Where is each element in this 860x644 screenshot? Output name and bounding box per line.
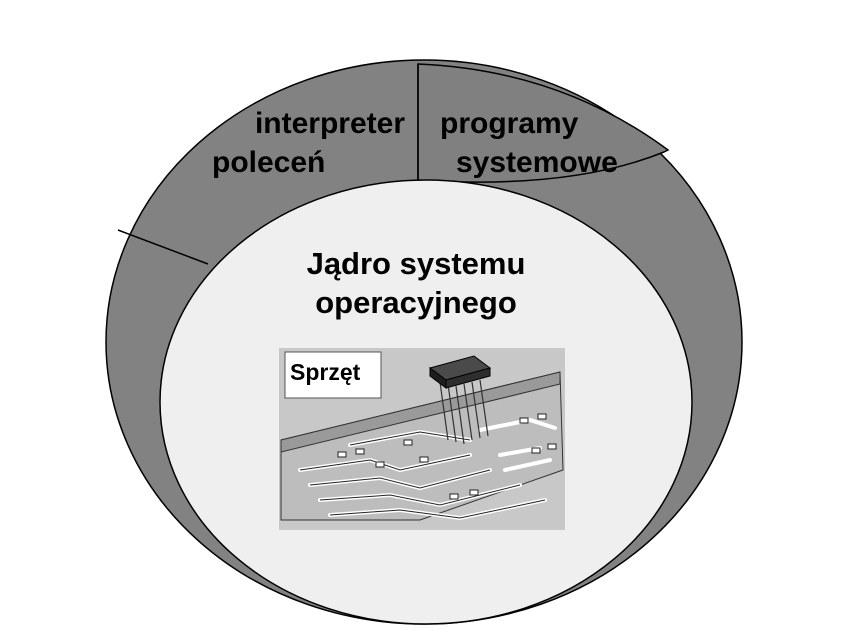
segment-divider-left [117,229,209,265]
interpreter-label-line1: interpreter [255,107,405,140]
programs-segment [417,63,670,183]
kernel-label-line2: operacyjnego [315,285,517,320]
circuit-board-illustration [280,371,564,521]
kernel-label-line1: Jądro systemu [307,246,526,281]
programs-label-line2: systemowe [456,146,618,179]
hardware-panel: Sprzęt [279,348,565,530]
microchip-icon [428,355,492,389]
programs-label-line1: programy [440,107,579,140]
hardware-label: Sprzęt [290,359,361,385]
interpreter-label-line2: poleceń [212,146,325,179]
hardware-label-box [284,351,382,399]
